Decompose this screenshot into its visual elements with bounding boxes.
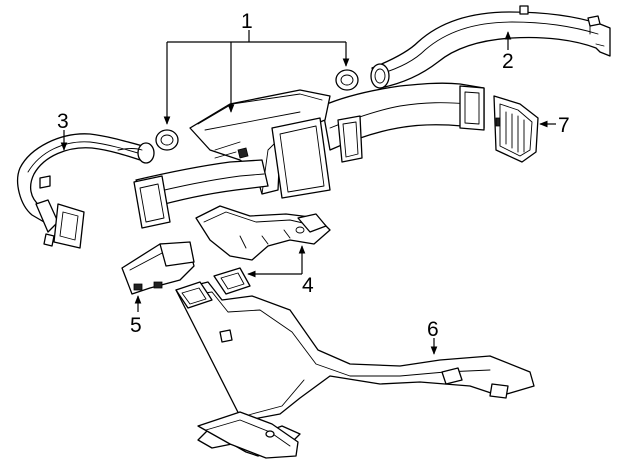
- part-3-left-duct: [17, 133, 155, 249]
- part-7-module: [493, 95, 539, 163]
- part-6-floor-duct: [175, 281, 535, 459]
- part-2-upper-duct: [370, 5, 611, 89]
- leader-lines: [60, 30, 556, 355]
- callout-7: 7: [558, 114, 570, 137]
- part-1-grommet-left: [155, 129, 179, 151]
- callout-3: 3: [57, 110, 69, 133]
- callout-6: 6: [427, 318, 439, 341]
- part-4-bezel: [213, 267, 251, 295]
- part-5-duct-piece: [121, 241, 195, 295]
- callout-2: 2: [502, 50, 514, 73]
- callout-5: 5: [130, 314, 142, 337]
- part-1-grommet-right: [335, 69, 359, 91]
- callout-1: 1: [241, 10, 253, 33]
- part-center-bracket: [195, 205, 331, 261]
- callout-4: 4: [302, 274, 314, 297]
- part-main-dash-duct: [133, 82, 485, 229]
